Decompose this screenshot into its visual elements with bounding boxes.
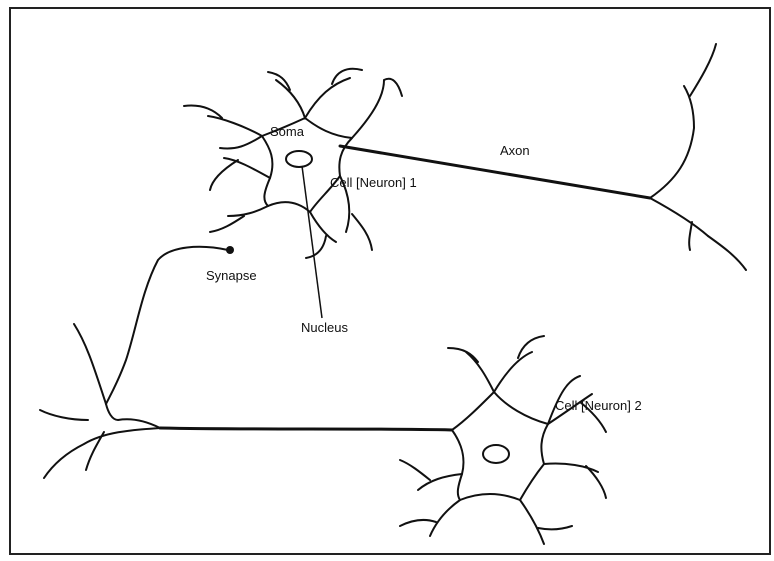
label-axon: Axon (500, 143, 530, 158)
label-nucleus: Nucleus (301, 320, 348, 335)
synapse-knob (226, 246, 234, 254)
label-cell-neuron-2: Cell [Neuron] 2 (555, 398, 642, 413)
diagram-frame (10, 8, 770, 554)
label-soma: Soma (270, 124, 305, 139)
neuron-2-axon (160, 428, 452, 430)
label-synapse: Synapse (206, 268, 257, 283)
label-cell-neuron-1: Cell [Neuron] 1 (330, 175, 417, 190)
